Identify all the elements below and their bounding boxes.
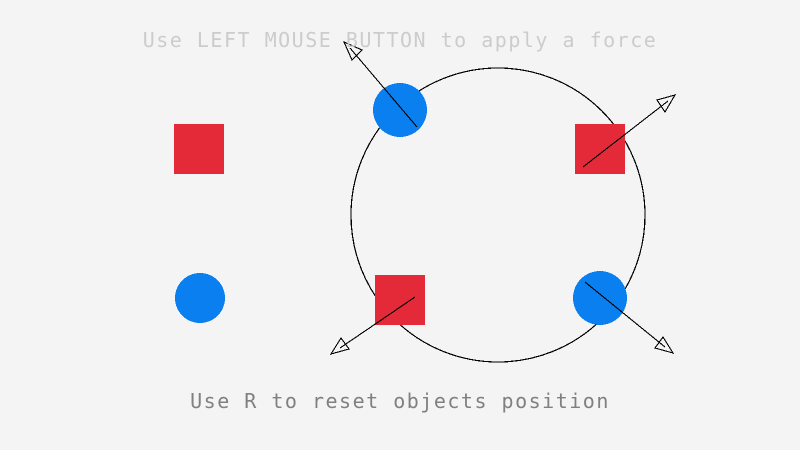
body-square-right[interactable]: [575, 124, 625, 174]
force-vector-square-right: [582, 94, 677, 168]
force-vector-circle-bottom-right: [584, 281, 675, 354]
force-vector-square-bottom-center: [329, 296, 416, 355]
body-square-left[interactable]: [174, 124, 224, 174]
force-vector-circle-top: [342, 40, 418, 128]
body-circle-bottom-right[interactable]: [573, 271, 627, 325]
constraint-circle: [350, 67, 646, 363]
hint-apply-force: Use LEFT MOUSE BUTTON to apply a force: [142, 28, 658, 52]
hint-reset-objects: Use R to reset objects position: [190, 389, 610, 413]
body-square-bottom-center[interactable]: [375, 275, 425, 325]
body-circle-top[interactable]: [373, 83, 427, 137]
body-circle-bottom-left[interactable]: [175, 273, 225, 323]
